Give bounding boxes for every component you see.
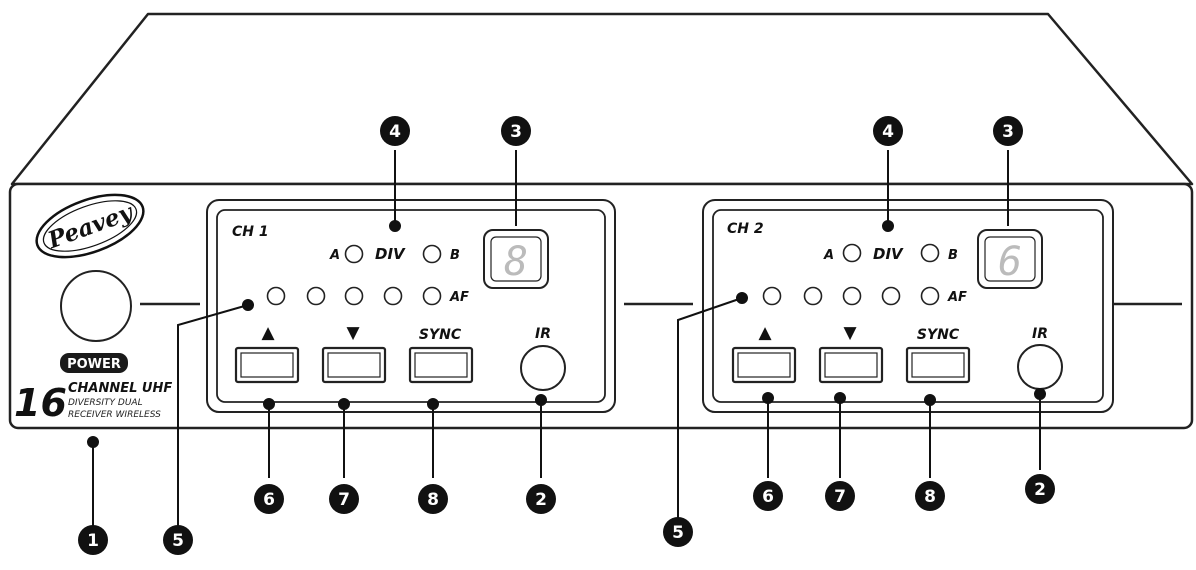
ch2-led-b — [920, 243, 940, 263]
ch1-led-b-label: B — [450, 248, 460, 263]
callout-8-ch1: 8 — [418, 484, 448, 514]
callout-3-ch2: 3 — [993, 116, 1023, 146]
callout-number: 6 — [762, 487, 774, 507]
callout-number: 8 — [924, 487, 936, 507]
callout-number: 2 — [535, 490, 547, 510]
chassis-top — [10, 12, 1194, 186]
ch1-led-a-label: A — [329, 248, 340, 263]
callout-4-ch1: 4 — [380, 116, 410, 146]
callout-number: 3 — [1002, 122, 1014, 142]
ch1-down-label: ▼ — [346, 323, 360, 343]
power-label: POWER — [67, 357, 121, 372]
callout-5-ch1: 5 — [163, 525, 193, 555]
model-line-3: RECEIVER WIRELESS — [68, 410, 161, 420]
callout-number: 7 — [338, 490, 350, 510]
callout-number: 6 — [263, 490, 275, 510]
callout-number: 4 — [389, 122, 401, 142]
callout-number: 1 — [87, 531, 99, 551]
af-led — [803, 286, 823, 306]
model-line-1: CHANNEL UHF — [68, 381, 172, 396]
channel-1-panel: CH 1 A DIV B AF 8 ▲ ▼ SYNC IR — [206, 199, 616, 413]
ch2-af-meter — [762, 286, 940, 306]
callout-2-ch1: 2 — [526, 484, 556, 514]
callout-3-ch1: 3 — [501, 116, 531, 146]
ch2-sync-label: SYNC — [917, 327, 960, 343]
ch2-af-label: AF — [947, 290, 967, 305]
callout-number: 4 — [882, 122, 894, 142]
callout-1: 1 — [78, 525, 108, 555]
power-label-badge — [60, 353, 128, 373]
callout-leaders — [87, 150, 1046, 528]
callout-6-ch1: 6 — [254, 484, 284, 514]
ch2-led-a-label: A — [823, 248, 834, 263]
callout-2-ch2: 2 — [1025, 474, 1055, 504]
ch2-display-digit: 6 — [998, 239, 1022, 285]
ch2-led-a — [842, 243, 862, 263]
af-led — [383, 286, 403, 306]
channel-2-panel: CH 2 A DIV B AF 6 ▲ ▼ SYNC IR — [702, 199, 1114, 413]
ch1-led-a — [344, 244, 364, 264]
ch1-ir-sensor — [520, 345, 566, 391]
model-number: 16 — [14, 381, 67, 425]
channel-1-label: CH 1 — [232, 224, 269, 240]
af-led — [266, 286, 286, 306]
callout-number: 3 — [510, 122, 522, 142]
ch1-led-b — [422, 244, 442, 264]
ch2-ir-label: IR — [1032, 326, 1048, 342]
ch1-display-digit: 8 — [504, 239, 528, 285]
callout-7-ch2: 7 — [825, 481, 855, 511]
callout-badges: 1 4 3 5 6 7 8 2 4 3 5 6 7 8 2 — [78, 116, 1055, 555]
af-led — [306, 286, 326, 306]
ch2-ir-sensor — [1017, 344, 1063, 390]
channel-2-label: CH 2 — [727, 221, 764, 237]
callout-number: 5 — [672, 523, 684, 543]
callout-6-ch2: 6 — [753, 481, 783, 511]
ch1-af-label: AF — [449, 290, 469, 305]
ch2-sync-button[interactable] — [905, 346, 971, 384]
callout-7-ch1: 7 — [329, 484, 359, 514]
model-line-2: DIVERSITY DUAL — [68, 398, 143, 408]
ch2-down-button[interactable] — [818, 346, 884, 384]
af-led — [920, 286, 940, 306]
ch1-down-button[interactable] — [321, 346, 387, 384]
ch2-div-label: DIV — [873, 245, 904, 263]
ch1-ir-label: IR — [535, 326, 551, 342]
ch1-sync-button[interactable] — [408, 346, 474, 384]
callout-5-ch2: 5 — [663, 517, 693, 547]
ch1-af-meter — [266, 286, 442, 306]
ch1-sync-label: SYNC — [419, 327, 462, 343]
ch2-up-label: ▲ — [758, 323, 772, 343]
ch2-down-label: ▼ — [843, 323, 857, 343]
callout-number: 5 — [172, 531, 184, 551]
ch2-up-button[interactable] — [731, 346, 797, 384]
af-led — [344, 286, 364, 306]
af-led — [881, 286, 901, 306]
callout-4-ch2: 4 — [873, 116, 903, 146]
callout-number: 2 — [1034, 480, 1046, 500]
af-led — [762, 286, 782, 306]
ch1-up-label: ▲ — [261, 323, 275, 343]
ch2-led-b-label: B — [948, 248, 958, 263]
callout-8-ch2: 8 — [915, 481, 945, 511]
ch1-up-button[interactable] — [234, 346, 300, 384]
af-led — [422, 286, 442, 306]
callout-number: 7 — [834, 487, 846, 507]
ch1-div-label: DIV — [375, 245, 406, 263]
callout-number: 8 — [427, 490, 439, 510]
af-led — [842, 286, 862, 306]
power-button[interactable] — [60, 270, 132, 342]
